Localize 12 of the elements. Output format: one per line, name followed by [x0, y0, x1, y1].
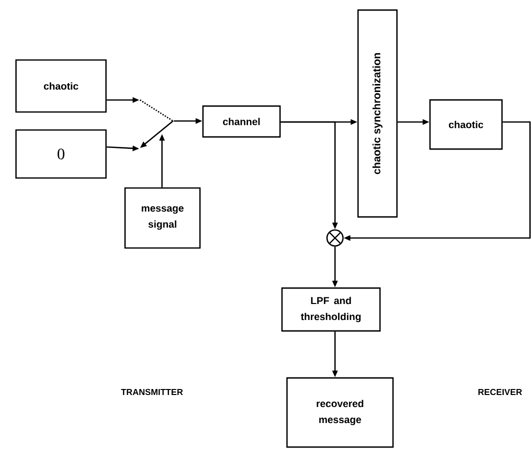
process-box: 0 [15, 129, 107, 179]
process-box: channel [202, 105, 281, 138]
process-box: chaotic [429, 99, 503, 150]
mixer-symbol [326, 229, 344, 247]
section-label: RECEIVER [478, 388, 522, 396]
process-box: LPF and thresholding [281, 287, 381, 332]
process-box: chaotic [15, 59, 107, 113]
process-box: recovered message [286, 377, 394, 448]
section-label: TRANSMITTER [121, 388, 183, 396]
process-box: message signal [124, 187, 201, 249]
process-box: chaotic synchronization [357, 9, 398, 218]
switch-symbol [140, 99, 174, 148]
